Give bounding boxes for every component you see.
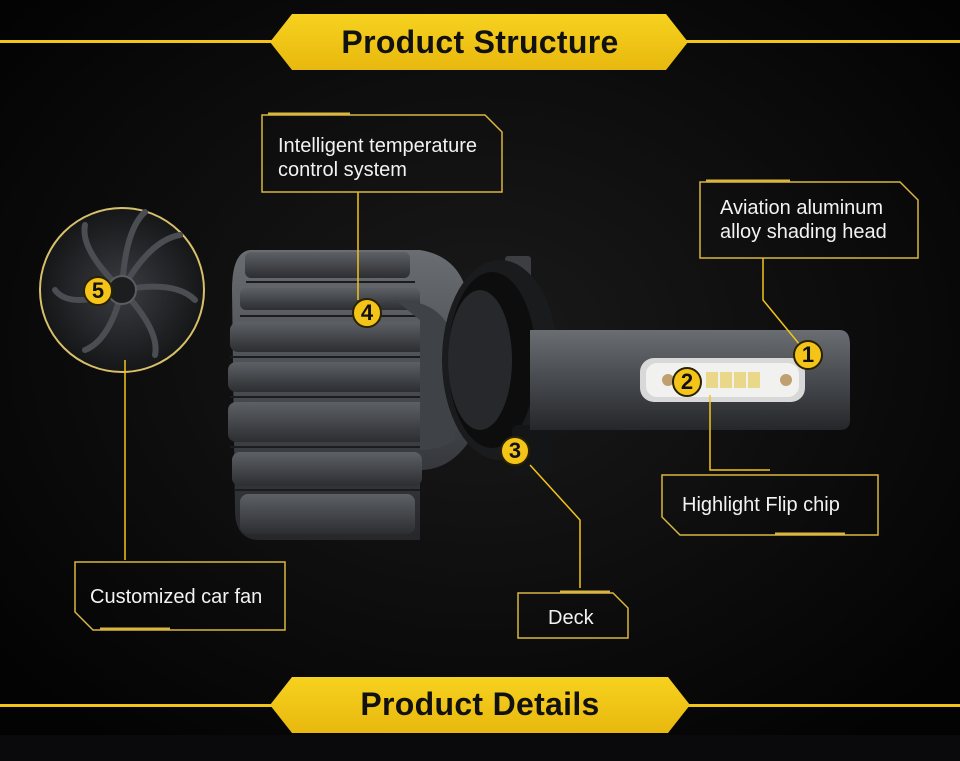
page-title: Product Structure: [341, 24, 619, 60]
temperature-callout: Intelligent temperature control system: [278, 134, 498, 182]
marker-4: 4: [352, 298, 382, 328]
fan-detail: [39, 207, 205, 373]
header-banner: [0, 14, 960, 70]
aviation-callout-line1: Aviation aluminum: [720, 197, 884, 219]
marker-2: 2: [672, 367, 702, 397]
aviation-callout-line2: alloy shading head: [720, 221, 887, 243]
marker-5: 5: [83, 276, 113, 306]
leader-lines: [124, 192, 801, 588]
fan-callout: Customized car fan: [90, 586, 263, 608]
footer-banner: [0, 677, 960, 761]
section-title: Product Details: [360, 686, 600, 722]
deck-callout: Deck: [548, 607, 594, 629]
callout-frames: [74, 112, 919, 639]
marker-3: 3: [500, 436, 530, 466]
temperature-callout-line1: Intelligent temperature: [278, 135, 478, 157]
chip-callout: Highlight Flip chip: [682, 494, 840, 516]
aviation-callout: Aviation aluminum alloy shading head: [720, 196, 910, 244]
marker-1: 1: [793, 340, 823, 370]
heatsink: [228, 250, 470, 540]
temperature-callout-line2: control system: [278, 159, 407, 181]
